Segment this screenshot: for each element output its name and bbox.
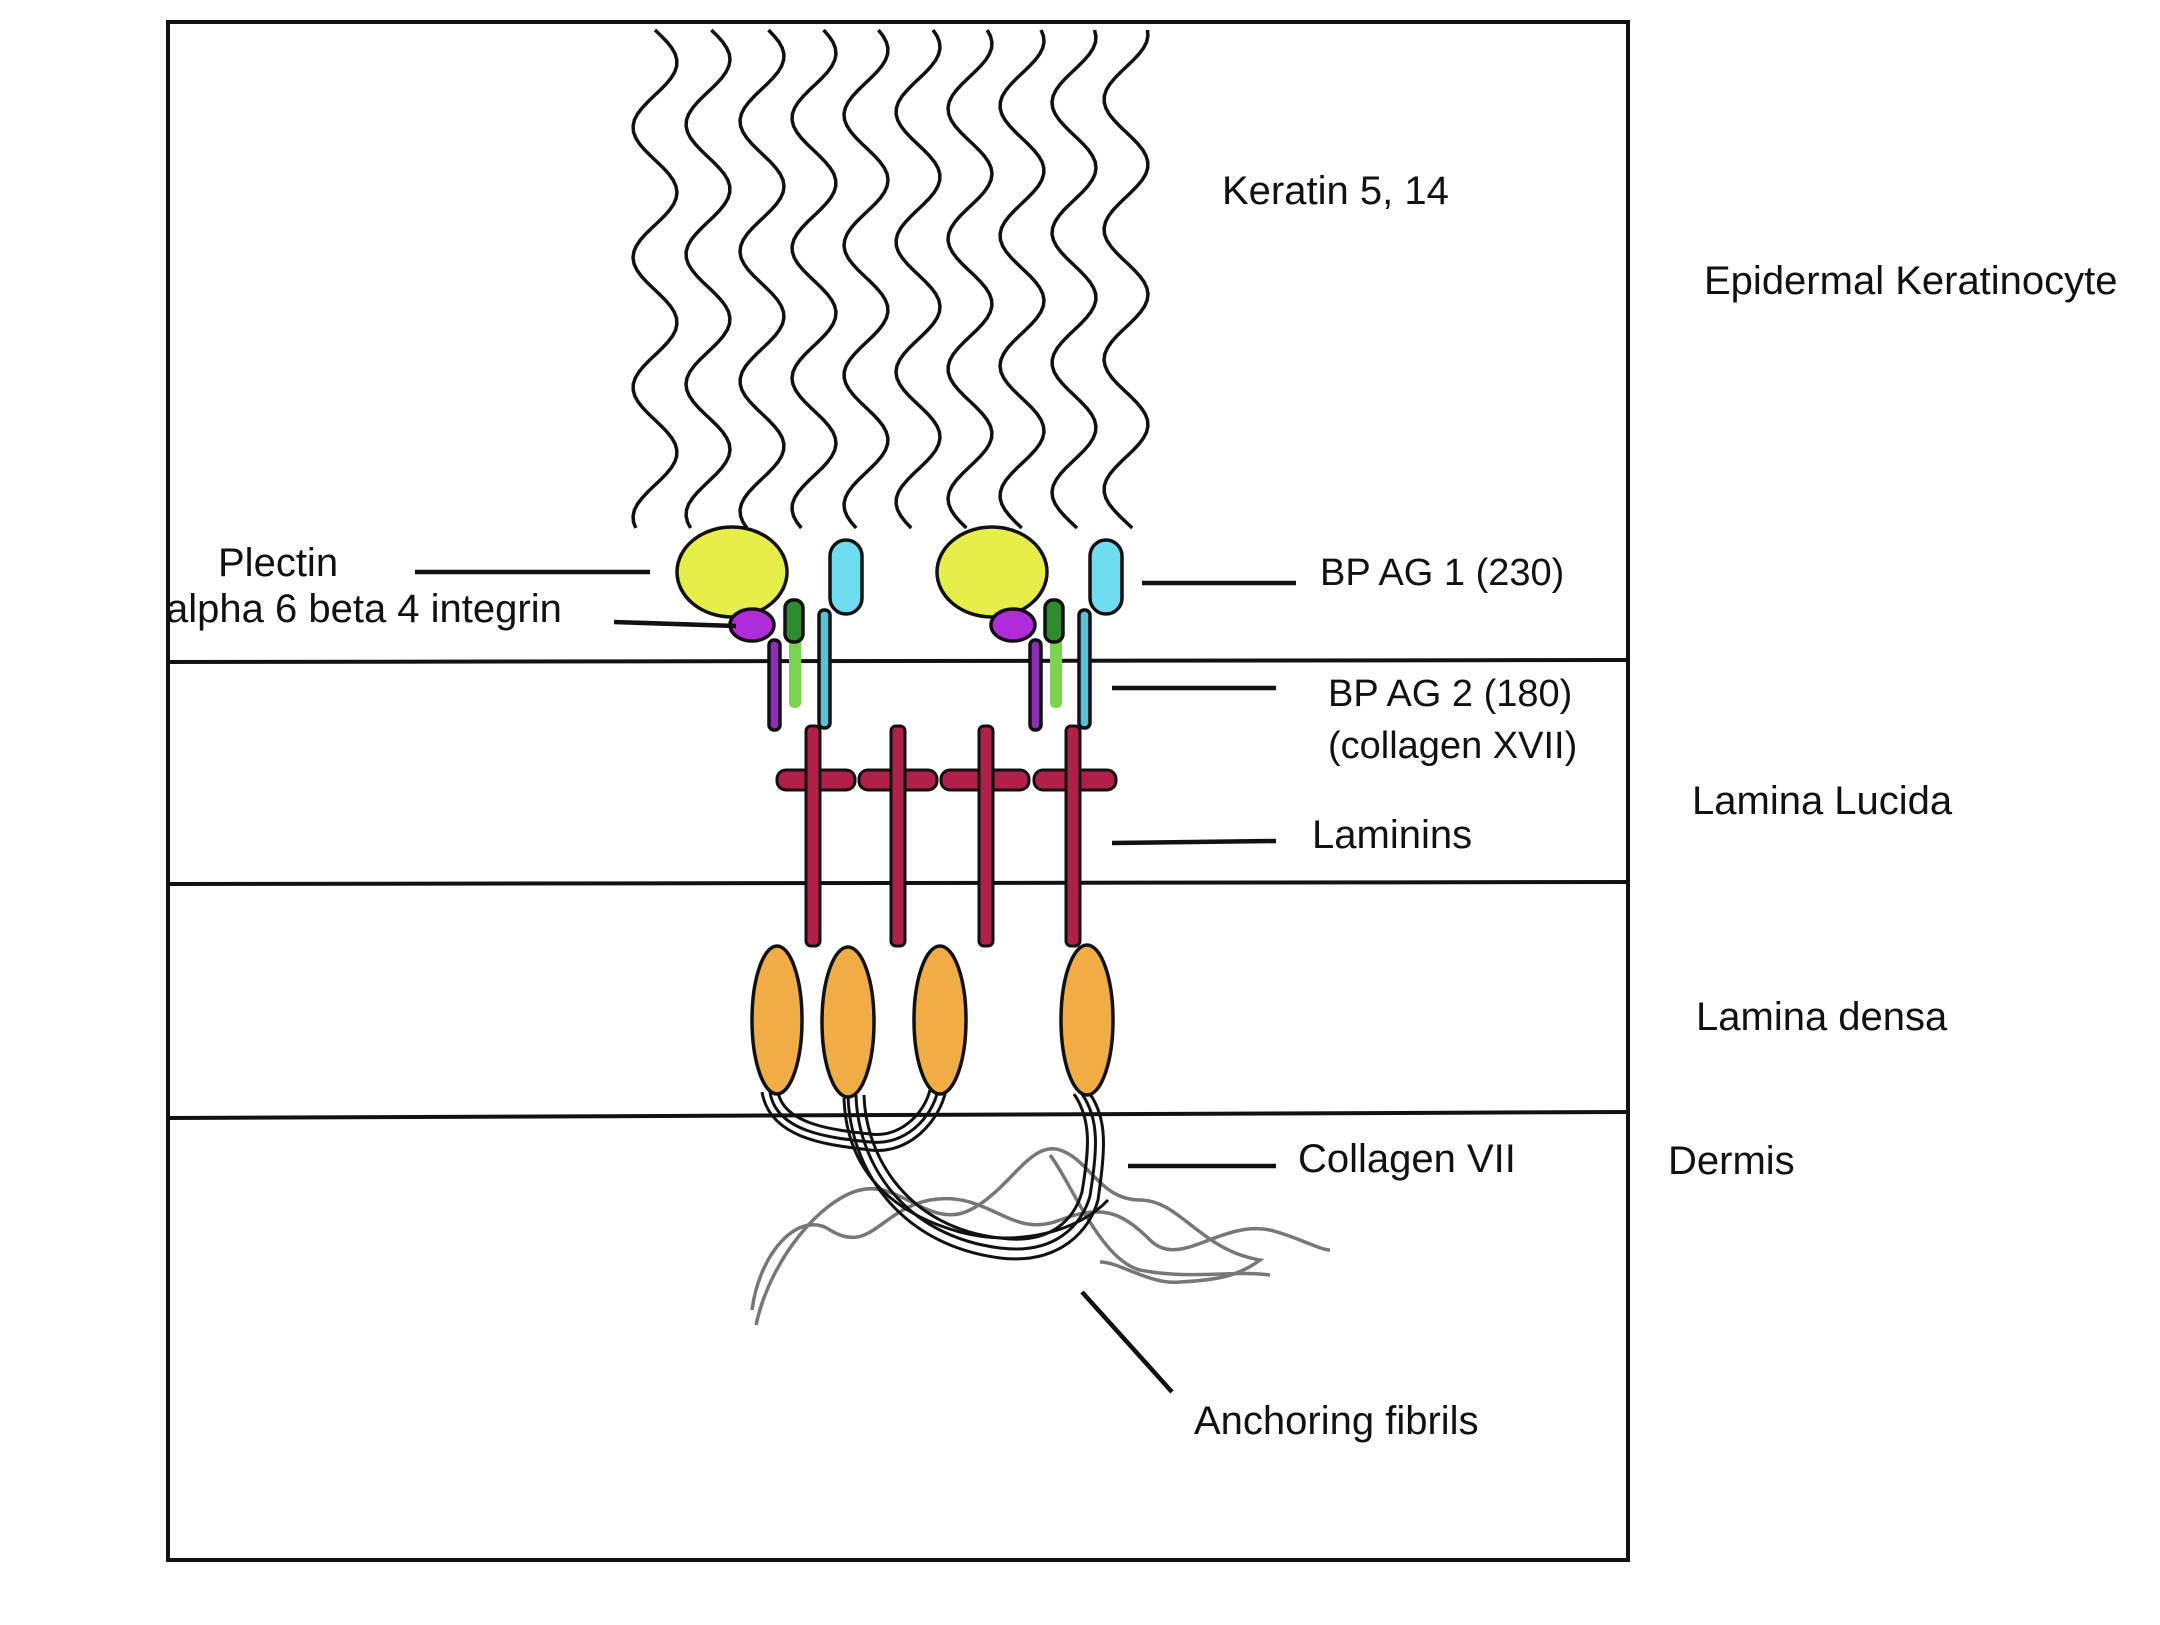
lamina-densa-oval (912, 944, 968, 1096)
keratin-filament (1102, 29, 1150, 530)
bpag1-label: BP AG 1 (230) (1320, 552, 1564, 594)
green-cap (783, 598, 805, 644)
plectin-label: Plectin (218, 541, 338, 585)
collagen-vii-fibrils (760, 1089, 1110, 1261)
bpag2-label-line1: BP AG 2 (180) (1328, 673, 1572, 715)
dermal-fibers (750, 1146, 1331, 1326)
lamina-densa-oval (750, 944, 804, 1096)
bpag2-stalk (817, 608, 832, 730)
plectin-blob (675, 525, 789, 619)
lamina-densa-oval (1059, 943, 1115, 1097)
lamina-densa-ovals (750, 943, 1115, 1099)
keratin-filament (946, 29, 994, 530)
plectin-blob (935, 525, 1049, 619)
leader-lines (415, 569, 1296, 1394)
keratin-label: Keratin 5, 14 (1222, 169, 1449, 213)
dermis-label: Dermis (1668, 1139, 1795, 1183)
integrin-stalk (1028, 638, 1043, 732)
keratin-filament (842, 28, 890, 530)
integrin-stalk (767, 638, 782, 732)
green-cap (1043, 598, 1065, 644)
lamina-densa-oval (820, 945, 876, 1099)
lamina-densa-label: Lamina densa (1696, 995, 1948, 1039)
laminins-label: Laminins (1312, 813, 1472, 857)
keratin-filament (631, 28, 679, 529)
keratin-filaments (631, 28, 1150, 530)
integrin-label: alpha 6 beta 4 integrin (166, 587, 562, 631)
anchoring-fibrils-label: Anchoring fibrils (1194, 1399, 1479, 1443)
keratin-filament (1050, 29, 1098, 530)
epidermal-keratinocyte-label: Epidermal Keratinocyte (1704, 259, 2118, 303)
keratin-filament (894, 29, 942, 530)
integrin-head (989, 607, 1037, 643)
integrin-head (728, 607, 776, 643)
boundary-densa-dermis (167, 1110, 1629, 1120)
keratin-filament (738, 28, 786, 529)
collagen-vii-label: Collagen VII (1298, 1137, 1516, 1181)
bpag1-capsule (828, 538, 864, 616)
bpag2-stalk (1077, 608, 1092, 730)
keratin-filament (998, 29, 1046, 530)
hemidesmosome-complex-2 (935, 525, 1124, 732)
laminins (775, 724, 1118, 948)
diagram-frame (166, 20, 1630, 1562)
keratin-filament (684, 28, 732, 529)
boundary-epidermis-lucida (167, 658, 1629, 664)
hemidesmosome-complex-1 (675, 525, 864, 732)
bpag2-label-line2: (collagen XVII) (1328, 725, 1577, 767)
keratin-filament (790, 28, 838, 530)
lamina-lucida-label: Lamina Lucida (1692, 779, 1953, 823)
bpag1-capsule (1088, 538, 1124, 616)
